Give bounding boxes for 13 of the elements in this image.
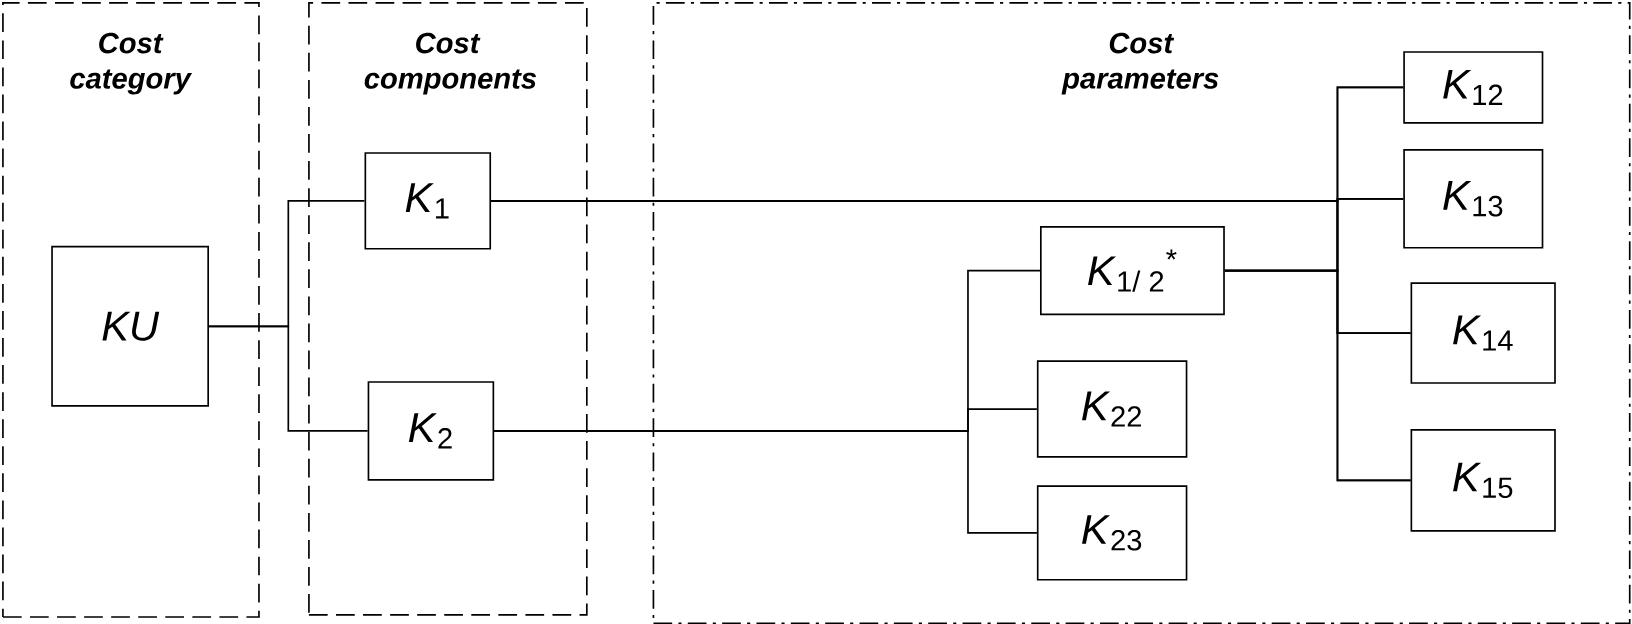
box: K$_{23}$ <box>1036 485 1188 581</box>
connector-line <box>1224 269 1412 481</box>
box: K$_{1}$ <box>364 151 492 250</box>
box: K$_{13}$ <box>1403 148 1544 249</box>
box: K$_{1/ 2}$* <box>1040 225 1225 315</box>
connector-line <box>493 429 1038 534</box>
box: K$_{2}$ <box>367 380 495 481</box>
connector-line <box>208 325 369 432</box>
box: K$_{14}$ <box>1410 282 1556 384</box>
box: K$_{12}$ <box>1403 50 1544 124</box>
box: K$_{15}$ <box>1410 428 1556 532</box>
box: KU <box>51 245 209 407</box>
box: K$_{22}$ <box>1036 360 1188 458</box>
